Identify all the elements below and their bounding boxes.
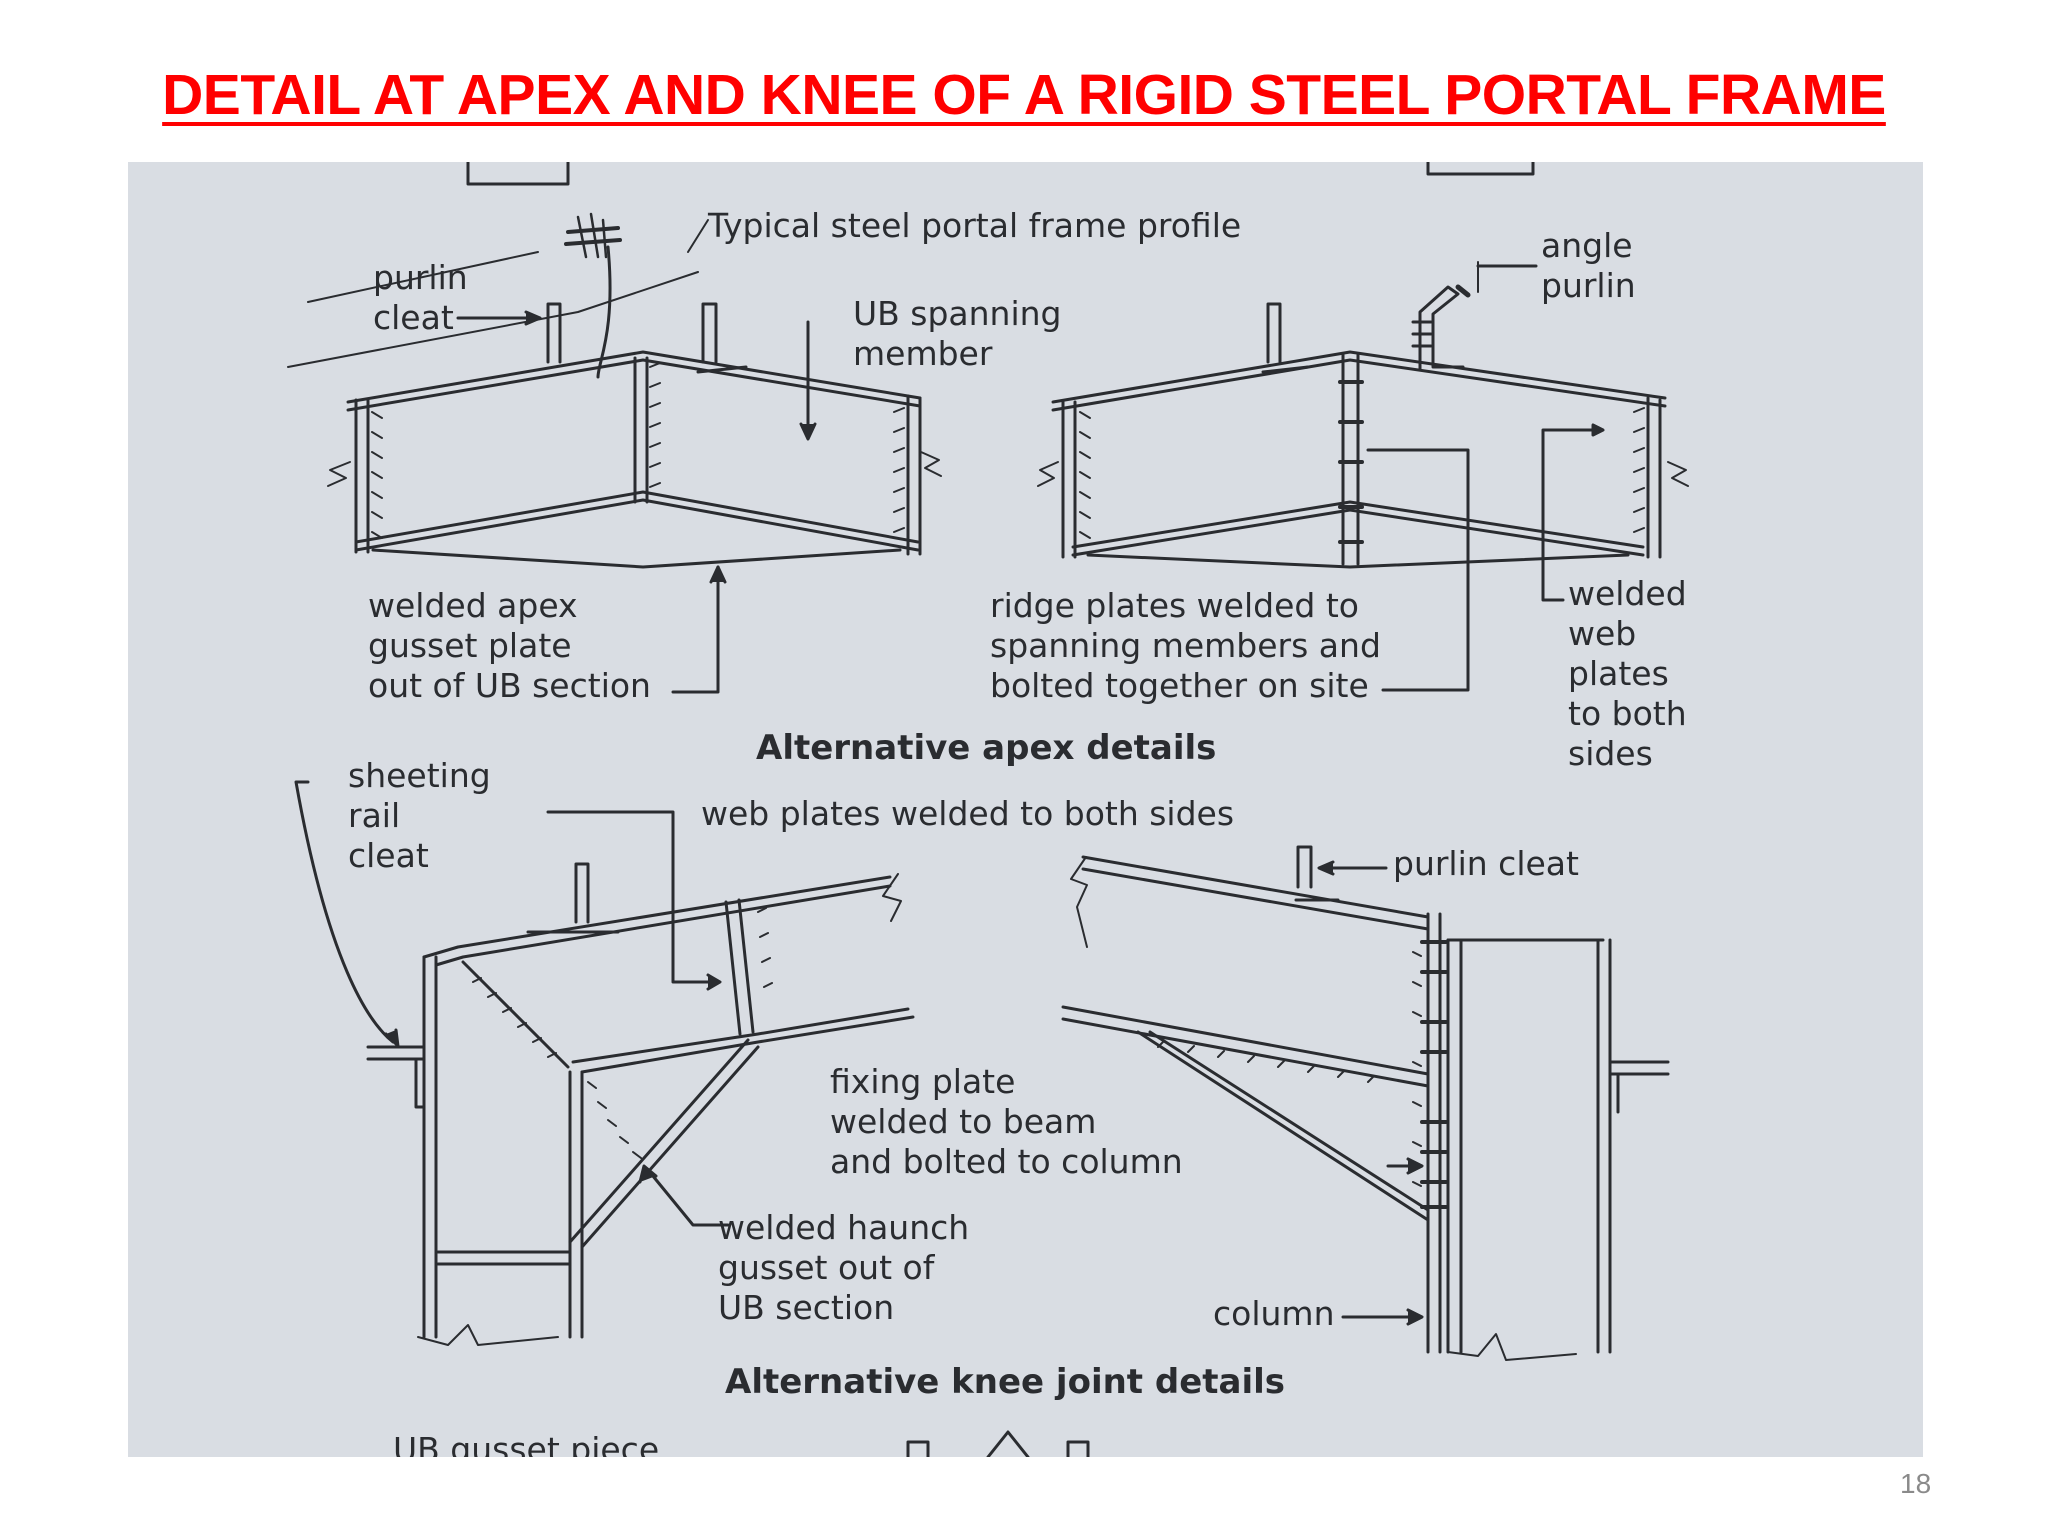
caption-apex-details: Alternative apex details [756, 728, 1217, 768]
label-angle-purlin: angle purlin [1541, 226, 1636, 305]
knee-right-detail [1061, 845, 1670, 1361]
label-ridge-plates: ridge plates welded to spanning members … [990, 586, 1381, 705]
label-sheeting-rail-cleat: sheeting rail cleat [348, 756, 491, 875]
caption-knee-details: Alternative knee joint details [725, 1362, 1286, 1402]
label-fixing-plate: fixing plate welded to beam and bolted t… [830, 1062, 1183, 1181]
diagram-photo: Typical steel portal frame profile purli… [128, 162, 1923, 1457]
label-web-plates: web plates welded to both sides [701, 794, 1235, 833]
label-welded-haunch: welded haunch gusset out of UB section [718, 1208, 970, 1327]
label-column: column [1213, 1294, 1335, 1333]
label-purlin-cleat-knee: purlin cleat [1393, 844, 1579, 883]
page-number: 18 [1900, 1468, 1932, 1499]
label-ub-gusset-piece-cut: UB gusset piece [393, 1430, 660, 1457]
apex-right-detail [1037, 261, 1689, 692]
label-ub-spanning-member: UB spanning member [853, 294, 1062, 373]
top-fragment-right [1426, 162, 1535, 176]
knee-left-detail [294, 780, 915, 1346]
top-fragment-left [466, 162, 570, 186]
label-welded-apex-gusset: welded apex gusset plate out of UB secti… [368, 586, 651, 705]
line-drawing [287, 162, 1689, 1457]
apex-left-detail [287, 212, 942, 694]
label-welded-web-plates: welded web plates to both sides [1568, 574, 1687, 773]
label-purlin-cleat-apex: purlin cleat [373, 258, 468, 337]
bottom-fragment [906, 1430, 1090, 1457]
slide-title: DETAIL AT APEX AND KNEE OF A RIGID STEEL… [162, 63, 1886, 127]
label-typical-profile: Typical steel portal frame profile [708, 206, 1242, 245]
